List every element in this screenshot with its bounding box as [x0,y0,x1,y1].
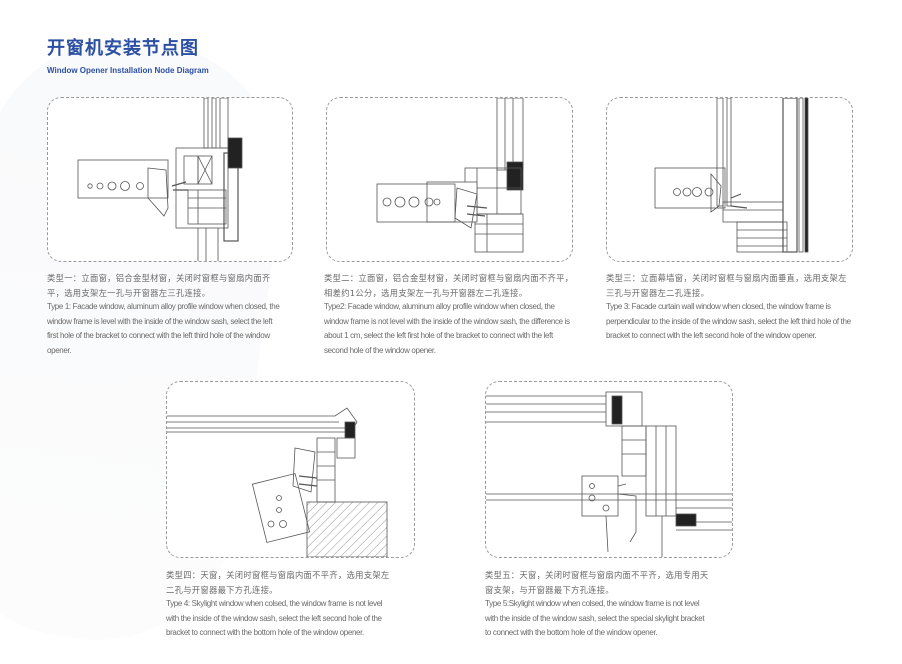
type-3-node-drawing [654,98,809,253]
caption-type-1-zh: 类型一：立面窗，铝合金型材窗，关闭时窗框与窗扇内面齐平，选用支架左一孔与开窗器左… [47,273,271,298]
caption-type-5-zh: 类型五：天窗，关闭时窗框与窗扇内面不平齐，选用专用天窗支架，与开窗器最下方孔连接… [485,570,709,595]
caption-type-4-en: Type 4: Skylight window when colsed, the… [166,599,383,638]
caption-type-1: 类型一：立面窗，铝合金型材窗，关闭时窗框与窗扇内面齐平，选用支架左一孔与开窗器左… [47,271,282,359]
page-subtitle: Window Opener Installation Node Diagram [47,66,209,75]
type-4-node-drawing [167,407,388,557]
diagram-panel-type-5 [485,381,733,558]
caption-type-4: 类型四：天窗，关闭时窗框与窗扇内面不平齐，选用支架左二孔与开窗器最下方孔连接。 … [166,568,396,641]
caption-type-2-zh: 类型二：立面窗，铝合金型材窗，关闭时窗框与窗扇内面不齐平，相差约1公分，选用支架… [324,273,574,298]
caption-type-2: 类型二：立面窗，铝合金型材窗，关闭时窗框与窗扇内面不齐平，相差约1公分，选用支架… [324,271,576,359]
caption-type-5: 类型五：天窗，关闭时窗框与窗扇内面不平齐，选用专用天窗支架，与开窗器最下方孔连接… [485,568,710,641]
caption-type-1-en: Type 1: Facade window, aluminum alloy pr… [47,302,280,355]
page-title: 开窗机安装节点图 [47,38,199,59]
type-1-node-drawing [77,98,243,261]
diagram-panel-type-3 [606,97,853,262]
caption-type-5-en: Type 5:Skylight window when colsed, the … [485,599,705,638]
caption-type-4-zh: 类型四：天窗，关闭时窗框与窗扇内面不平齐，选用支架左二孔与开窗器最下方孔连接。 [166,570,390,595]
caption-type-3-zh: 类型三：立面幕墙窗，关闭时窗框与窗扇内面垂直，选用支架左三孔与开窗器左二孔连接。 [606,273,847,298]
diagram-panel-type-4 [166,381,415,558]
diagram-panel-type-2 [326,97,573,262]
diagram-panel-type-1 [47,97,293,262]
caption-type-3-en: Type 3: Facade curtain wall window when … [606,302,851,341]
type-2-node-drawing [376,98,524,253]
caption-type-3: 类型三：立面幕墙窗，关闭时窗框与窗扇内面垂直，选用支架左三孔与开窗器左二孔连接。… [606,271,854,344]
type-5-node-drawing [486,391,732,557]
caption-type-2-en: Type2: Facade window, aluminum alloy pro… [324,302,570,355]
